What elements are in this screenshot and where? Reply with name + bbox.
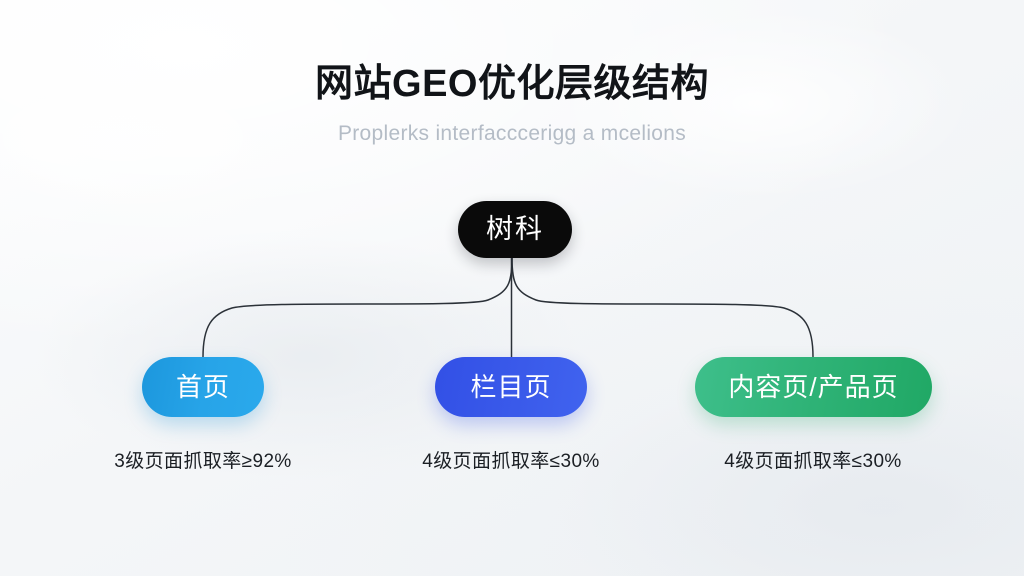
connector-root-to-content bbox=[511, 257, 814, 358]
tree-node-column-label: 栏目页 bbox=[470, 372, 552, 402]
page-title: 网站GEO优化层级结构 bbox=[315, 63, 709, 105]
tree-node-content[interactable]: 内容页/产品页 bbox=[695, 357, 932, 417]
tree-node-content-caption: 4级页面抓取率≤30% bbox=[724, 451, 902, 472]
tree-node-column-caption: 4级页面抓取率≤30% bbox=[422, 451, 600, 472]
page-subtitle: Proplerks interfacccerigg a mcelions bbox=[337, 121, 687, 145]
tree-node-content-label: 内容页/产品页 bbox=[728, 372, 899, 402]
tree-node-column[interactable]: 栏目页 bbox=[435, 357, 587, 417]
slide-header: 网站GEO优化层级结构 Proplerks interfacccerigg a … bbox=[0, 0, 1024, 146]
tree-node-home-caption: 3级页面抓取率≥92% bbox=[114, 451, 292, 472]
tree-node-root-label: 树科 bbox=[486, 214, 544, 244]
connector-root-to-home bbox=[202, 257, 513, 358]
tree-node-home[interactable]: 首页 bbox=[142, 357, 264, 417]
tree-node-root[interactable]: 树科 bbox=[458, 201, 572, 258]
tree-node-home-label: 首页 bbox=[175, 372, 230, 402]
